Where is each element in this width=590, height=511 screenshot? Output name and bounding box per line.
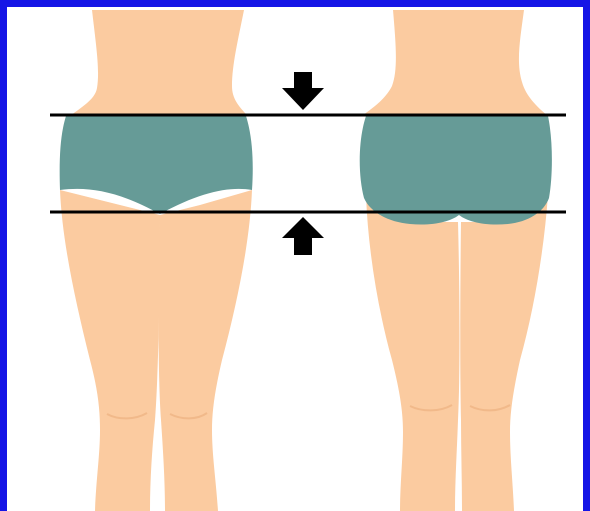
right-figure-left-leg bbox=[366, 195, 460, 511]
right-figure-underwear bbox=[360, 116, 552, 225]
right-figure-torso bbox=[362, 10, 548, 116]
left-figure-left-leg bbox=[60, 190, 160, 511]
left-figure-torso bbox=[70, 10, 248, 116]
right-figure-right-leg bbox=[460, 195, 548, 511]
right-figure bbox=[360, 10, 552, 511]
down-arrow-icon bbox=[282, 72, 324, 110]
left-figure bbox=[60, 10, 253, 511]
up-arrow-icon bbox=[282, 217, 324, 255]
left-figure-right-leg bbox=[159, 190, 252, 511]
